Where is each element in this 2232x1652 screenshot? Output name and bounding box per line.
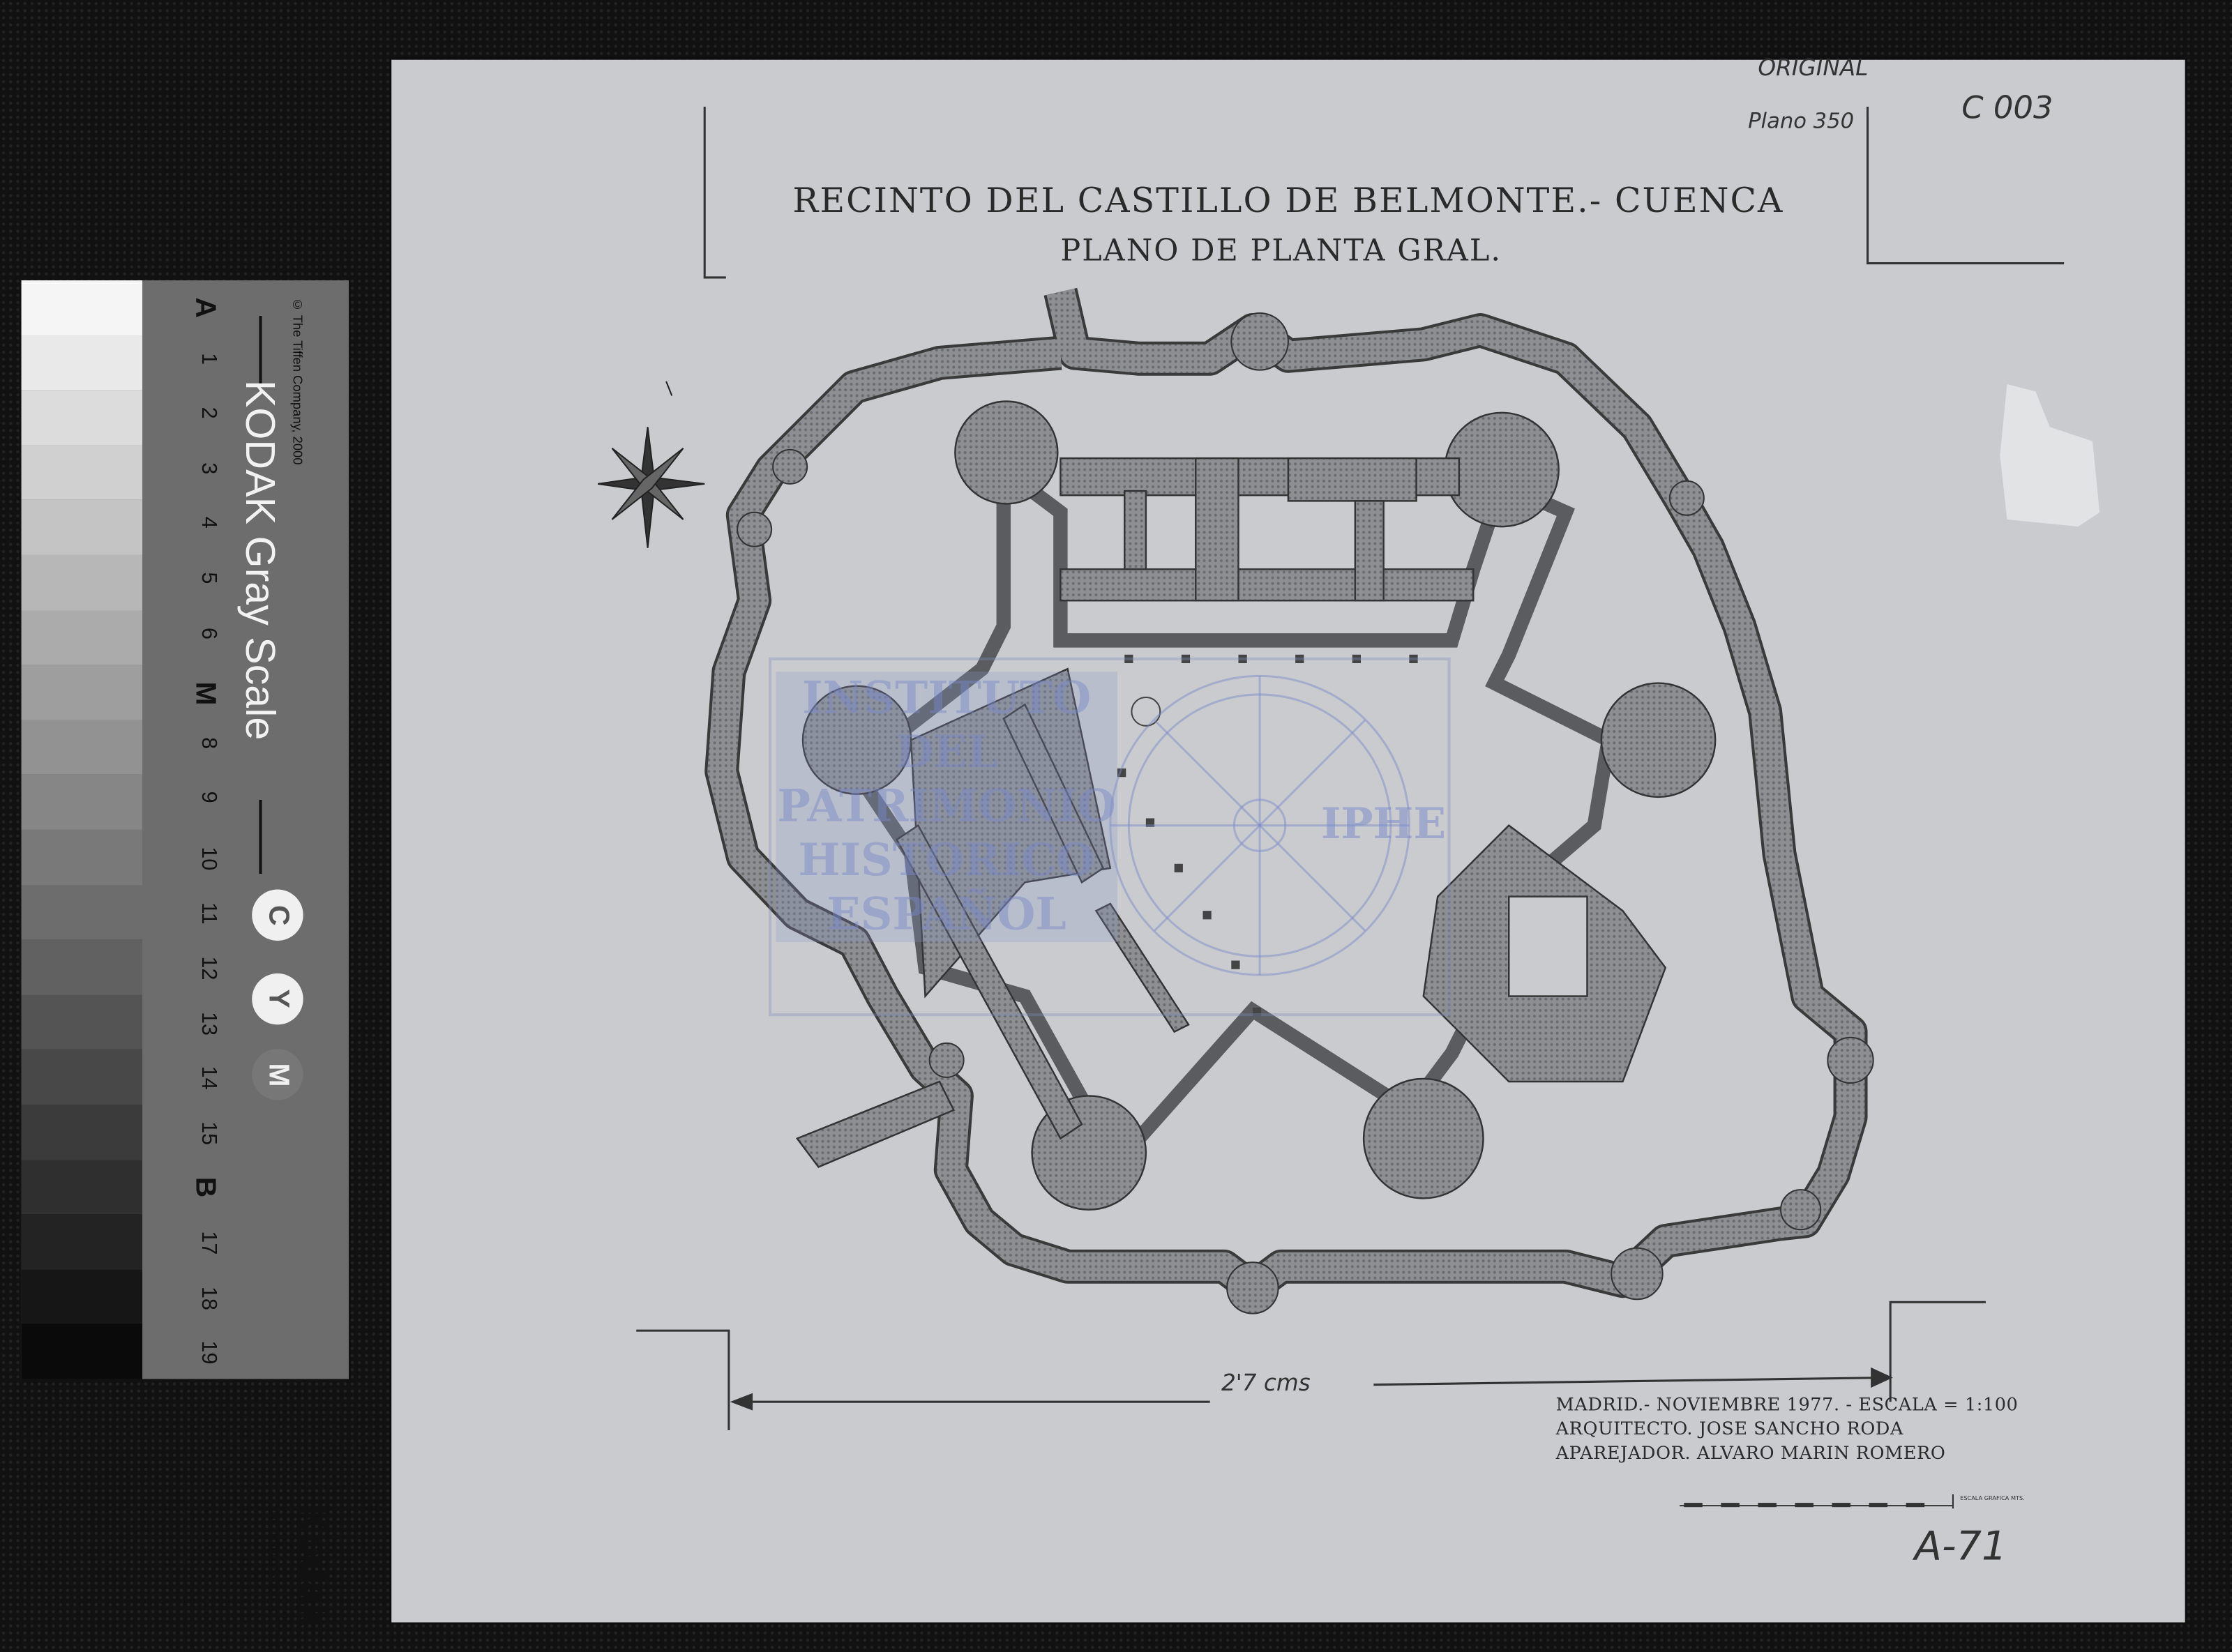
drawing-sheet xyxy=(391,59,2185,1623)
gray-patch xyxy=(21,774,143,830)
patch-label: 5 xyxy=(196,572,221,584)
patch-label: 15 xyxy=(196,1121,221,1146)
gray-patch xyxy=(21,1104,143,1160)
credit-date-scale: MADRID.- NOVIEMBRE 1977. - ESCALA = 1:10… xyxy=(1555,1393,2019,1415)
gray-patch xyxy=(21,500,143,555)
graphic-scale-bar xyxy=(1680,1494,1954,1509)
gray-patch xyxy=(21,1213,143,1269)
handwritten-plano: Plano 350 xyxy=(1748,108,1855,134)
gray-patch xyxy=(21,665,143,720)
patch-label: 8 xyxy=(196,736,221,749)
paper-stain xyxy=(2000,384,2100,527)
patch-label: 1 xyxy=(196,352,221,365)
patch-label: 9 xyxy=(196,791,221,804)
patch-label: 17 xyxy=(196,1231,221,1255)
gray-patch xyxy=(21,720,143,775)
patch-label: 4 xyxy=(196,517,221,529)
kodak-copyright: © The Tiffen Company, 2000 xyxy=(290,297,305,465)
cym-m-icon: M xyxy=(252,1049,303,1100)
watermark-text: INSTITUTO DEL PATRIMONIO HISTORICO ESPAÑ… xyxy=(776,672,1118,943)
gray-patch xyxy=(21,445,143,501)
kodak-logo: Kodak xyxy=(292,1504,336,1626)
gray-patch xyxy=(21,1049,143,1105)
watermark-line: HISTORICO xyxy=(798,835,1095,887)
gray-patch xyxy=(21,390,143,446)
patch-label: 2 xyxy=(196,407,221,420)
gray-patch xyxy=(21,1268,143,1324)
drawing-subtitle: PLANO DE PLANTA GRAL. xyxy=(1060,233,1502,268)
patch-label: M xyxy=(189,681,221,706)
patch-label: 13 xyxy=(196,1011,221,1036)
credit-surveyor: APAREJADOR. ALVARO MARIN ROMERO xyxy=(1555,1441,1946,1463)
gray-patch xyxy=(21,1159,143,1214)
licensed-product: LICENSED PRODUCT xyxy=(267,1511,278,1614)
gray-patch xyxy=(21,554,143,610)
corner-marks xyxy=(636,107,2065,1431)
watermark-line: PATRIMONIO xyxy=(777,781,1116,833)
compass-rose-icon xyxy=(597,381,705,548)
gray-patches xyxy=(21,280,143,1379)
patch-label: 3 xyxy=(196,462,221,474)
courtyard-columns xyxy=(1117,654,1418,1017)
gray-patch xyxy=(21,829,143,885)
castle-keep xyxy=(795,400,1717,1211)
dimension-label: 2'7 cms xyxy=(1221,1369,1311,1397)
divider-line xyxy=(259,799,262,874)
watermark-line: INSTITUTO xyxy=(802,673,1092,725)
watermark-frame xyxy=(769,657,1451,1017)
gray-patch xyxy=(21,884,143,940)
patch-label: 12 xyxy=(196,956,221,980)
credit-architect: ARQUITECTO. JOSE SANCHO RODA xyxy=(1555,1417,1904,1439)
patch-label: A xyxy=(189,297,221,319)
gray-patch xyxy=(21,609,143,665)
watermark-seal xyxy=(1109,674,1410,976)
kodak-title: KODAK Gray Scale xyxy=(236,379,282,741)
patch-label: 11 xyxy=(196,902,221,924)
handwritten-code: C 003 xyxy=(1961,91,2053,127)
cym-c-icon: C xyxy=(252,889,303,941)
gray-patch xyxy=(21,939,143,994)
gray-patch xyxy=(21,1324,143,1379)
watermark-line: DEL xyxy=(895,727,998,779)
patch-label: 10 xyxy=(196,847,221,871)
handwritten-ref: A-71 xyxy=(1914,1522,2007,1570)
gray-patch xyxy=(21,994,143,1049)
patch-label: 6 xyxy=(196,627,221,639)
drawing-title: RECINTO DEL CASTILLO DE BELMONTE.- CUENC… xyxy=(792,181,1784,221)
watermark-acronym: IPHE xyxy=(1320,799,1447,850)
handwritten-original: ORIGINAL xyxy=(1758,54,1869,82)
watermark-line: ESPAÑOL xyxy=(827,889,1066,941)
divider-line xyxy=(259,316,262,385)
scale-bar-label: ESCALA GRAFICA MTS. xyxy=(1960,1494,2025,1502)
patch-label: 19 xyxy=(196,1341,221,1365)
wall-turrets xyxy=(737,312,1874,1314)
credits-block: MADRID.- NOVIEMBRE 1977. - ESCALA = 1:10… xyxy=(1556,1392,2019,1464)
gray-patch xyxy=(21,280,143,335)
gray-patch xyxy=(21,335,143,391)
cym-y-icon: Y xyxy=(252,973,303,1025)
patch-label: 18 xyxy=(196,1286,221,1310)
patch-label: B xyxy=(189,1176,221,1197)
patch-label: 14 xyxy=(196,1066,221,1091)
